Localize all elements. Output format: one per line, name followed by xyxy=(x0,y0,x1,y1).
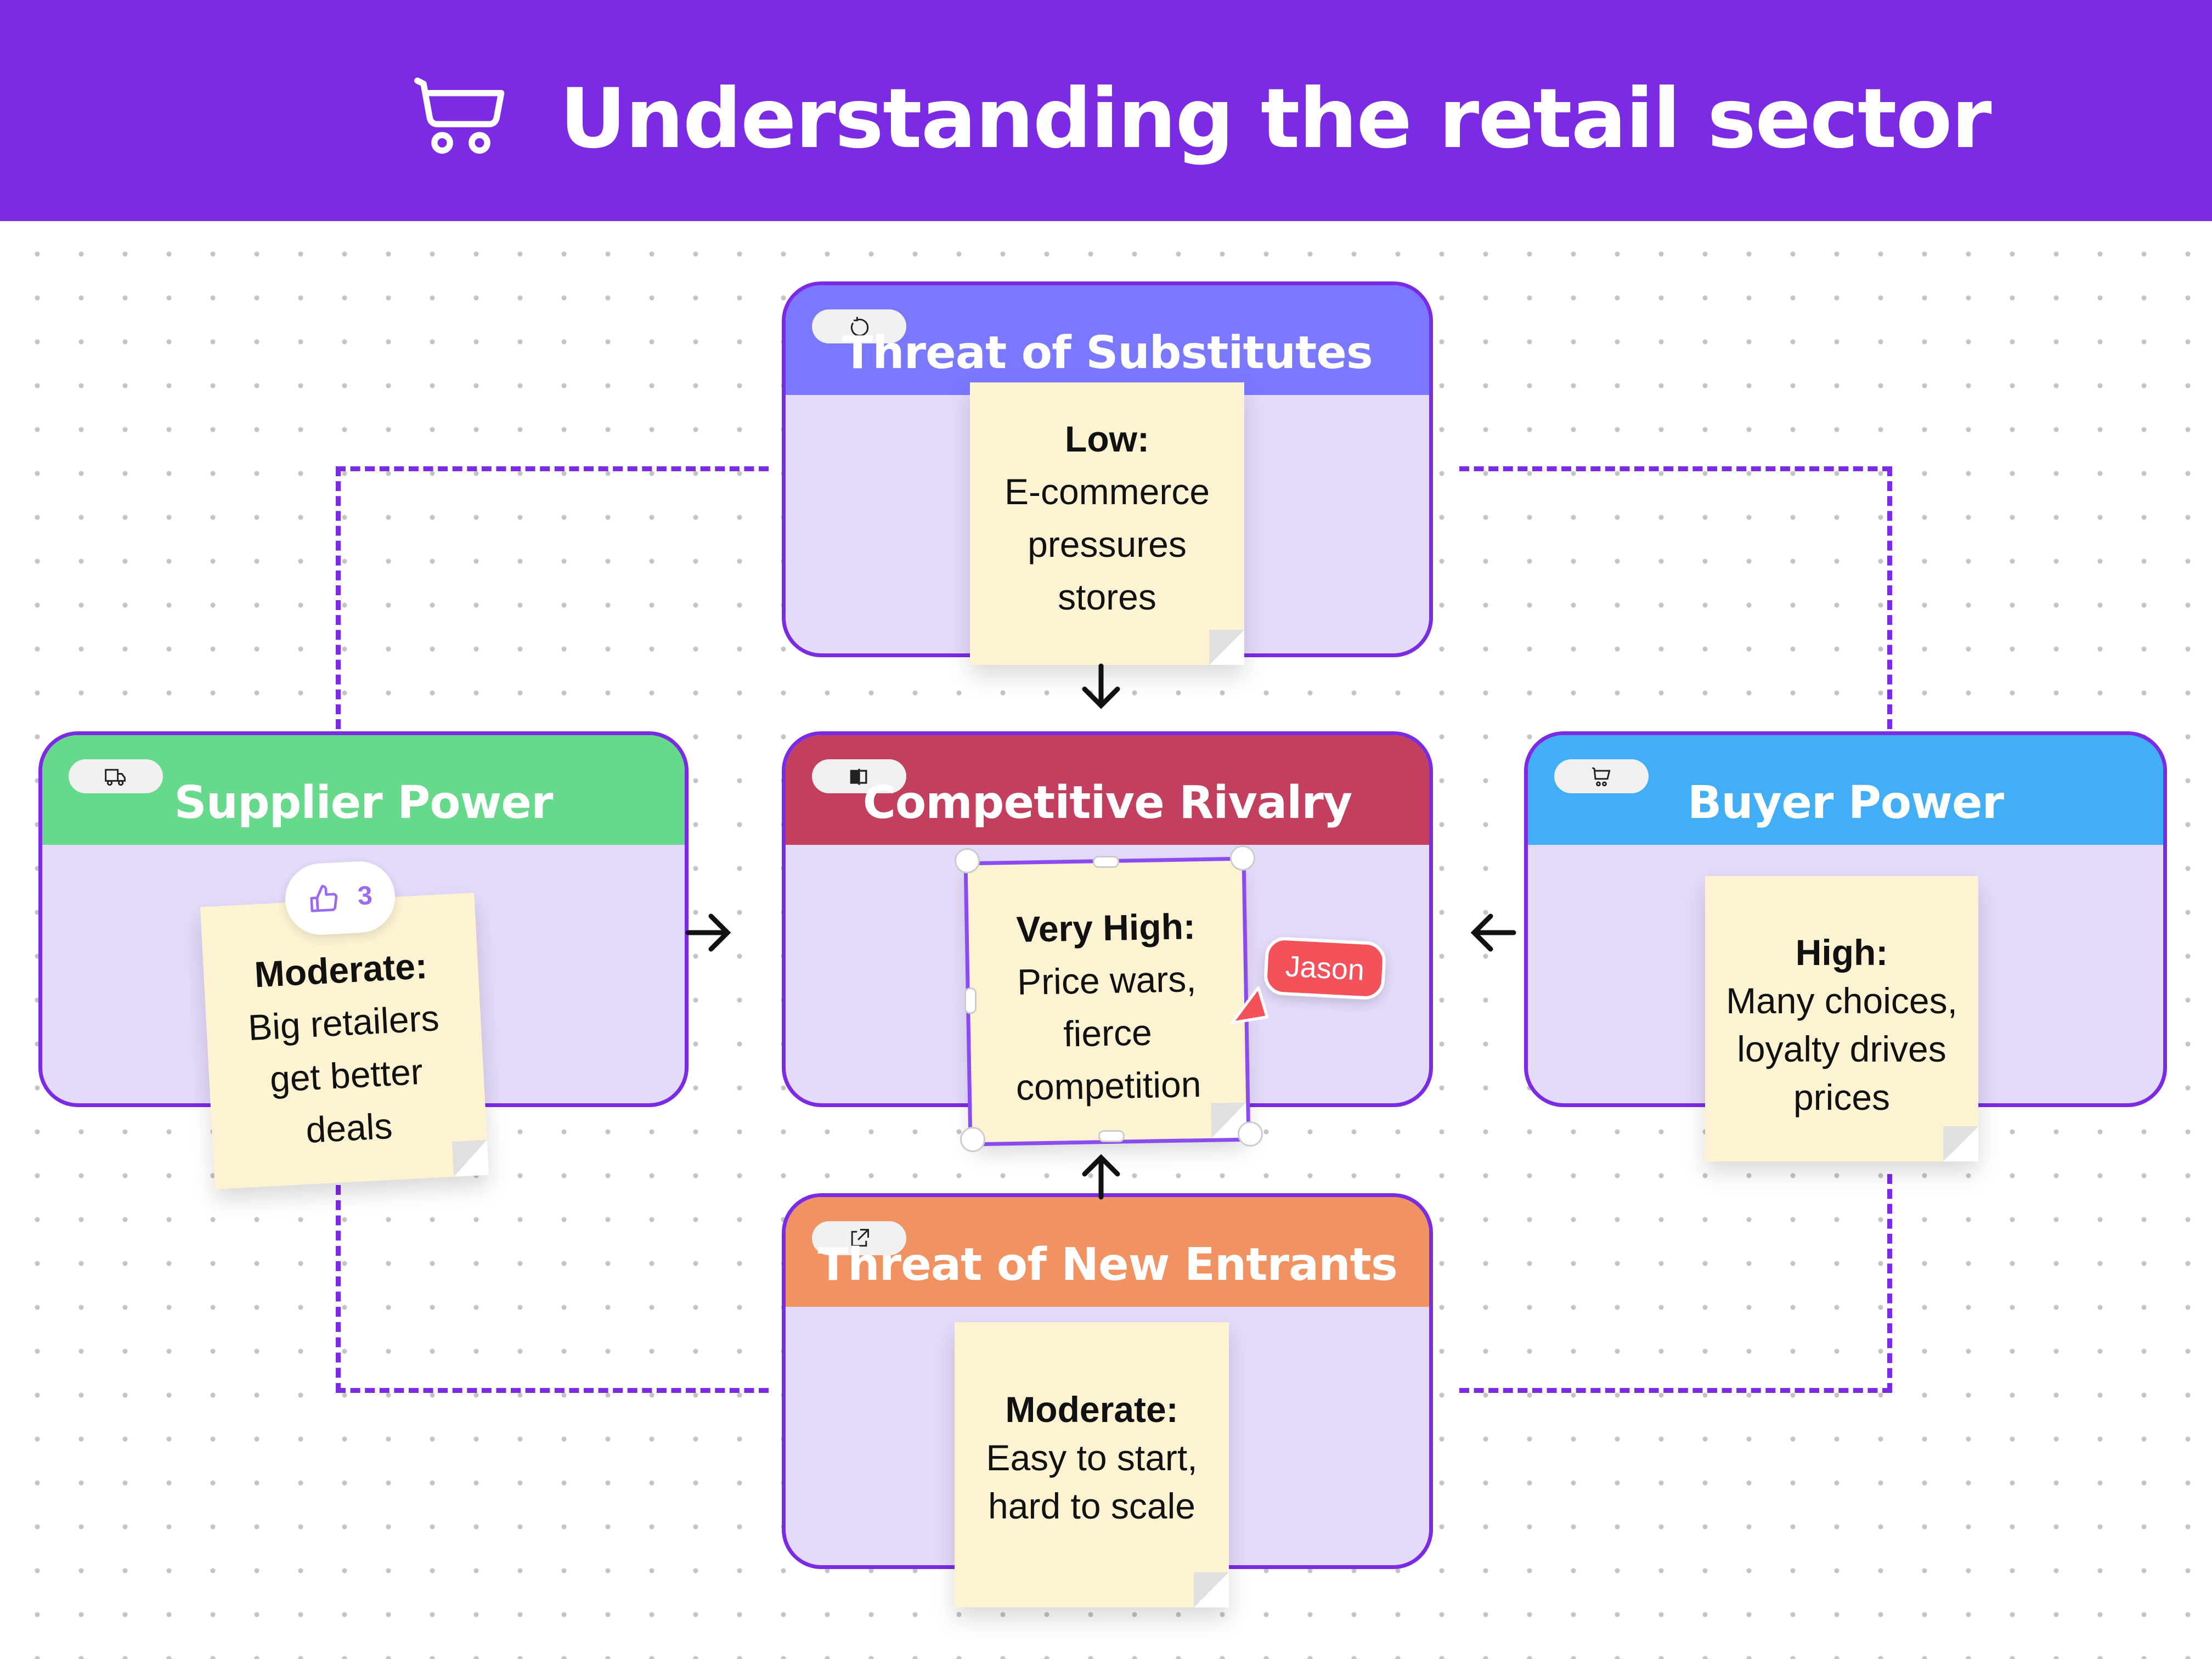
note-level: Low: xyxy=(1065,419,1149,459)
header-banner: Understanding the retail sector xyxy=(0,0,2212,221)
note-level: High: xyxy=(1795,932,1888,973)
note-level: Moderate: xyxy=(1005,1389,1178,1430)
resize-handle-bottom-left[interactable] xyxy=(960,1127,985,1152)
resize-handle-top-right[interactable] xyxy=(1230,845,1255,871)
vote-count: 3 xyxy=(357,881,373,911)
page-title: Understanding the retail sector xyxy=(560,71,1992,167)
split-screen-icon xyxy=(850,769,867,785)
resize-handle-top[interactable] xyxy=(1093,856,1119,868)
resize-handle-bottom-right[interactable] xyxy=(1238,1121,1263,1147)
external-link-icon xyxy=(851,1229,869,1247)
card-title: Supplier Power xyxy=(174,777,554,829)
resize-handle-left[interactable] xyxy=(964,988,977,1014)
arrow-right-icon xyxy=(685,913,731,952)
sticky-note[interactable]: Moderate: Big retailers get better deals xyxy=(200,893,489,1189)
note-text: Easy to start, hard to scale xyxy=(986,1437,1198,1526)
card-title: Competitive Rivalry xyxy=(862,777,1353,829)
shopping-cart-icon xyxy=(1592,767,1611,787)
collaborator-cursor-icon xyxy=(1231,986,1269,1024)
connector-dashed xyxy=(336,1185,769,1393)
note-level: Very High: xyxy=(1015,906,1196,950)
card-tag[interactable] xyxy=(69,759,163,793)
card-title: Threat of New Entrants xyxy=(817,1239,1397,1291)
refresh-icon xyxy=(850,317,869,337)
note-fold xyxy=(1209,630,1244,665)
note-fold xyxy=(452,1139,489,1177)
vote-badge[interactable]: 3 xyxy=(283,859,397,937)
sticky-note[interactable]: High: Many choices, loyalty drives price… xyxy=(1705,876,1978,1161)
note-text: E-commerce pressures stores xyxy=(1004,471,1210,617)
card-title: Buyer Power xyxy=(1687,777,2004,829)
arrow-up-icon xyxy=(1082,1154,1120,1200)
card-tag[interactable] xyxy=(812,1221,906,1255)
resize-handle-top-left[interactable] xyxy=(955,848,980,873)
connector-dashed xyxy=(336,466,769,729)
resize-handle-bottom[interactable] xyxy=(1098,1130,1125,1142)
arrow-left-icon xyxy=(1470,913,1516,952)
sticky-note[interactable]: Moderate: Easy to start, hard to scale xyxy=(955,1322,1229,1607)
note-text: Price wars, fierce competition xyxy=(1015,958,1202,1108)
note-fold xyxy=(1943,1126,1978,1161)
arrow-down-icon xyxy=(1082,663,1120,709)
note-text: Many choices, loyalty drives prices xyxy=(1726,980,1957,1118)
card-tag[interactable] xyxy=(1554,759,1649,793)
connector-dashed xyxy=(1459,1174,1892,1393)
shopping-cart-icon xyxy=(414,77,505,154)
thumbs-up-icon xyxy=(310,885,338,912)
card-tag[interactable] xyxy=(812,759,906,793)
card-tag[interactable] xyxy=(812,309,906,343)
truck-icon xyxy=(105,769,126,786)
collaborator-name-tag: Jason xyxy=(1263,936,1387,1001)
card-title: Threat of Substitutes xyxy=(842,327,1373,379)
connector-dashed xyxy=(1459,466,1892,729)
sticky-note-selected[interactable]: Very High: Price wars, fierce competitio… xyxy=(963,856,1251,1147)
note-fold xyxy=(1194,1572,1229,1607)
sticky-note[interactable]: Low: E-commerce pressures stores xyxy=(970,382,1244,665)
note-text: Big retailers get better deals xyxy=(247,997,441,1150)
